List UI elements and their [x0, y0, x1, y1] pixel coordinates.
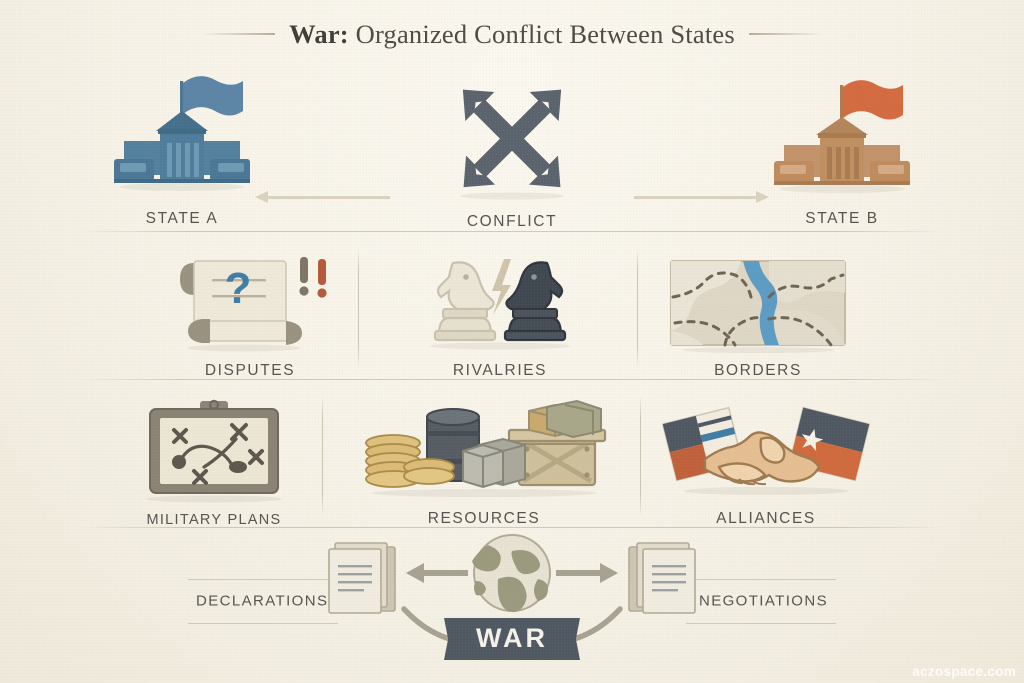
top-row: STATE A — [0, 58, 1024, 231]
state-a-icon — [102, 63, 262, 203]
borders-label: BORDERS — [714, 362, 802, 379]
rivalries-label: RIVALRIES — [452, 362, 548, 379]
conflict-label: CONFLICT — [466, 213, 558, 230]
divider-causes-1 — [358, 248, 359, 368]
bottom-row: DECLARATIONS NEGOTIATIONS — [0, 531, 1024, 671]
divider-means-1 — [322, 396, 323, 516]
svg-text:?: ? — [225, 264, 252, 313]
military-plans-label: MILITARY PLANS — [146, 512, 282, 528]
title-rule-right — [748, 33, 823, 35]
arrow-right-to-negotiations — [556, 563, 618, 583]
state-b-cell[interactable]: STATE B — [722, 58, 962, 228]
divider-means-2 — [640, 396, 641, 516]
page-title: War: Organized Conflict Between States — [289, 19, 735, 50]
building-body — [114, 111, 250, 183]
clipboard-strategy-icon — [128, 399, 300, 505]
scroll-question-icon: ? — [160, 247, 340, 355]
negotiations-label: NEGOTIATIONS — [698, 592, 828, 610]
war-outcome-banner: WAR — [444, 618, 580, 660]
alliances-label: ALLIANCES — [716, 510, 816, 527]
state-b-icon — [762, 63, 922, 203]
page-title-rest: Organized Conflict Between States — [348, 18, 735, 49]
border-map-icon — [665, 253, 851, 355]
arrow-right-icon — [634, 191, 769, 203]
resources-label: RESOURCES — [427, 510, 541, 527]
arrow-left-icon — [255, 191, 390, 203]
negotiations-rule-bottom — [686, 623, 836, 624]
arrow-left-to-declarations — [406, 563, 468, 583]
page-title-lead: War: — [289, 18, 349, 49]
state-a-cell[interactable]: STATE A — [62, 58, 302, 228]
divider-row2 — [78, 379, 946, 380]
disputes-cell[interactable]: ? DISPUTES — [100, 240, 400, 380]
page-header: War: Organized Conflict Between States — [0, 14, 1024, 54]
title-rule-left — [201, 33, 276, 35]
chess-knights-icon — [405, 247, 595, 355]
handshake-flags-icon — [661, 397, 871, 503]
negotiations-rule-top — [686, 579, 836, 580]
divider-row3 — [78, 527, 946, 528]
resources-cell[interactable]: RESOURCES — [334, 388, 634, 528]
state-a-label: STATE A — [145, 210, 219, 227]
declarations-documents-icon — [325, 539, 403, 619]
building-body — [774, 117, 910, 185]
divider-causes-2 — [637, 248, 638, 368]
coins-crates-icon — [359, 397, 609, 503]
conflict-cell[interactable]: CONFLICT — [412, 66, 612, 231]
negotiations-documents-icon — [621, 539, 699, 619]
watermark: aczospace.com — [912, 664, 1016, 679]
disputes-label: DISPUTES — [204, 362, 296, 379]
divider-row1 — [78, 231, 946, 232]
declarations-rule-top — [188, 579, 338, 580]
declarations-label: DECLARATIONS — [196, 592, 329, 610]
state-b-label: STATE B — [805, 210, 879, 227]
military-plans-cell[interactable]: MILITARY PLANS — [64, 388, 364, 528]
declarations-rule-bottom — [188, 623, 338, 624]
rivalries-cell[interactable]: RIVALRIES — [350, 240, 650, 380]
crossed-arrows-icon — [427, 78, 597, 203]
borders-cell[interactable]: BORDERS — [608, 240, 908, 380]
alliances-cell[interactable]: ALLIANCES — [616, 388, 916, 528]
